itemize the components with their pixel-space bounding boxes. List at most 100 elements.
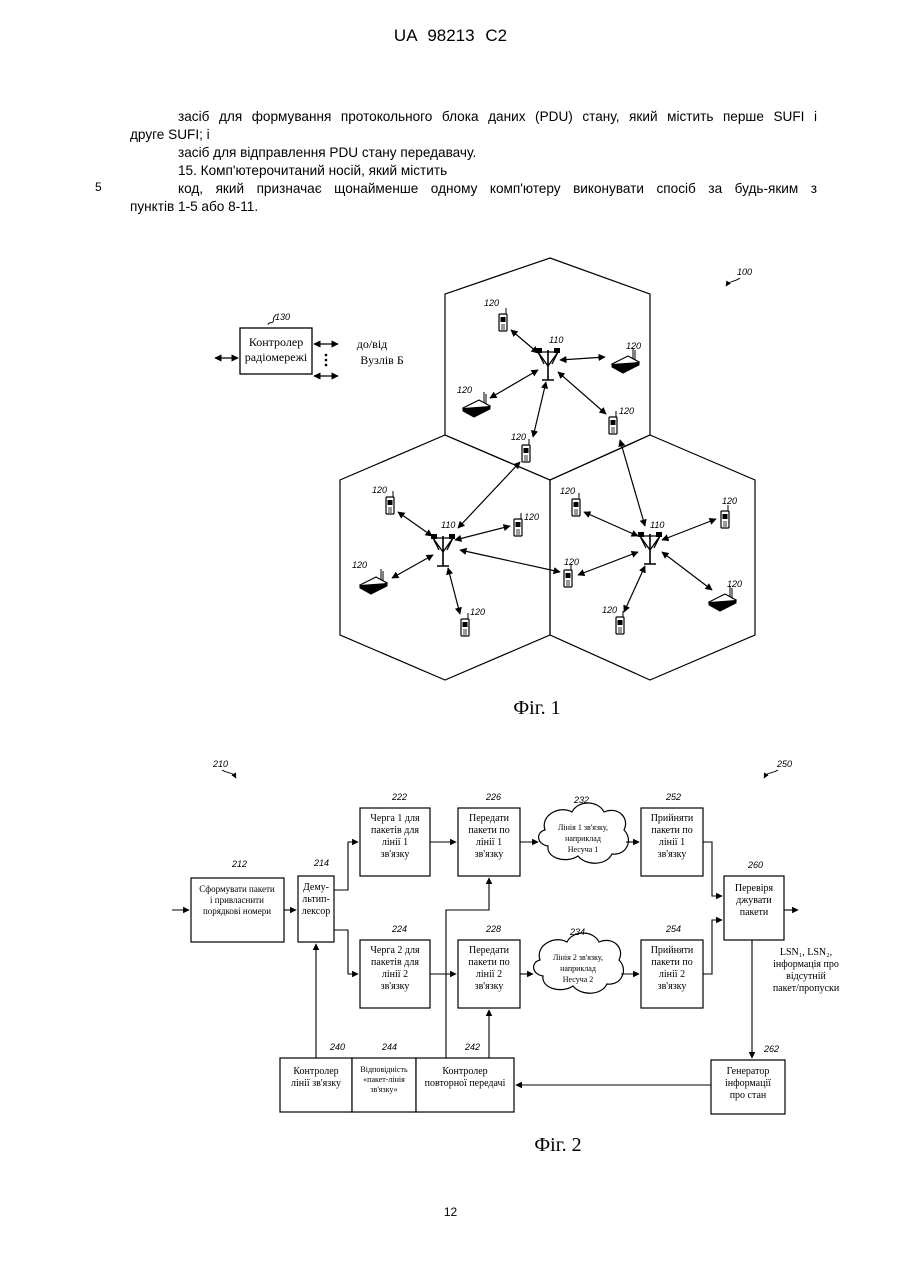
block-224-text: пакетів для (371, 957, 419, 968)
terminal-phone (572, 493, 580, 516)
block-228-text: пакети по (468, 957, 509, 968)
block-222-text: лінії 1 (382, 837, 408, 848)
block-240-text: Контролер (293, 1066, 338, 1077)
block-212-text: Сформувати пакети (199, 884, 275, 894)
block-242-text: Контролер (442, 1066, 487, 1077)
ref-120: 120 (511, 432, 526, 442)
block-244-text: «пакет-лінія (363, 1075, 405, 1084)
ref-244: 244 (381, 1042, 397, 1052)
block-240-text: лінії зв'язку (291, 1078, 341, 1089)
block-254-text: пакети по (651, 957, 692, 968)
block-244-text: зв'язку» (370, 1085, 397, 1094)
ref-222: 222 (391, 792, 407, 802)
to-from-label-1: до/від (357, 337, 388, 351)
block-214-text: Дему- (303, 882, 329, 893)
controller-label-2: радіомережі (245, 350, 308, 364)
cloud-232-text: Лінія 1 зв'язку, (558, 823, 608, 832)
ref-214: 214 (313, 858, 329, 868)
ref-120: 120 (457, 385, 472, 395)
ref-260: 260 (747, 860, 763, 870)
ref-120: 120 (602, 605, 617, 615)
ref-250: 250 (776, 759, 792, 769)
status-note-text: пакет/пропуски (773, 983, 840, 994)
ref-210: 210 (212, 759, 228, 769)
block-222-text: зв'язку (381, 849, 410, 860)
ref-240: 240 (329, 1042, 345, 1052)
ref-120: 120 (470, 607, 485, 617)
block-262-text: Генератор (727, 1066, 770, 1077)
block-224-text: Черга 2 для (370, 945, 420, 956)
block-212-text: порядкові номери (203, 906, 271, 916)
ref-242: 242 (464, 1042, 480, 1052)
ref-120: 120 (619, 406, 634, 416)
block-226-text: Передати (469, 813, 510, 824)
terminal-phone (522, 439, 530, 462)
terminal-laptop (612, 348, 639, 373)
base-station-right (638, 532, 662, 564)
block-252-text: Прийняти (651, 813, 694, 824)
ref-120: 120 (484, 298, 499, 308)
terminal-phone (721, 505, 729, 528)
block-252-text: зв'язку (658, 849, 687, 860)
ref-120: 120 (722, 496, 737, 506)
terminal-laptop (360, 569, 387, 594)
block-228-text: лінії 2 (476, 969, 502, 980)
cloud-232-text: Несуча 1 (568, 845, 599, 854)
ref-120: 120 (626, 341, 641, 351)
block-252-text: лінії 1 (659, 837, 685, 848)
status-note-text: відсутній (786, 971, 826, 982)
base-station-top (536, 348, 560, 380)
ref-120: 120 (564, 557, 579, 567)
block-212-text: і привласнити (210, 895, 264, 905)
base-station-left (431, 534, 455, 566)
block-214-text: лексор (302, 906, 330, 917)
fig1-caption: Фіг. 1 (513, 697, 560, 719)
block-226-text: лінії 1 (476, 837, 502, 848)
block-226-text: зв'язку (475, 849, 504, 860)
block-260-text: пакети (740, 907, 769, 918)
block-262-text: інформації (725, 1078, 771, 1089)
block-244-text: Відповідність (360, 1065, 408, 1074)
block-254-text: Прийняти (651, 945, 694, 956)
fig2-caption: Фіг. 2 (534, 1134, 581, 1156)
status-note-text: інформація про (773, 959, 839, 970)
ref-254: 254 (665, 924, 681, 934)
terminal-phone (564, 564, 572, 587)
ref-228: 228 (485, 924, 501, 934)
ref-234: 234 (569, 927, 585, 937)
block-224-text: зв'язку (381, 981, 410, 992)
status-note-text: LSN₁, LSN₂, (780, 947, 832, 958)
cell-right (550, 435, 755, 680)
terminal-phone (514, 513, 522, 536)
ref-110: 110 (441, 520, 455, 530)
terminal-phone (499, 308, 507, 331)
ref-110: 110 (549, 335, 563, 345)
block-262-text: про стан (730, 1090, 767, 1101)
block-222-text: Черга 1 для (370, 813, 420, 824)
ref-120: 120 (372, 485, 387, 495)
block-228-text: Передати (469, 945, 510, 956)
ref-100: 100 (737, 267, 752, 277)
block-254-text: зв'язку (658, 981, 687, 992)
block-252-text: пакети по (651, 825, 692, 836)
block-226-text: пакети по (468, 825, 509, 836)
block-242-text: повторної передачі (425, 1078, 506, 1089)
block-222-text: пакетів для (371, 825, 419, 836)
terminal-laptop (463, 392, 490, 417)
cloud-234-text: Лінія 2 зв'язку, (553, 953, 603, 962)
ref-212: 212 (231, 859, 247, 869)
ref-224: 224 (391, 924, 407, 934)
ref-232: 232 (573, 795, 589, 805)
cloud-234-text: Несуча 2 (563, 975, 594, 984)
controller-label-1: Контролер (249, 335, 303, 349)
block-214-text: льтип- (302, 894, 330, 905)
ref-252: 252 (665, 792, 681, 802)
fig1-diagram: Контролер радіомережі 130 до/від Вузлів … (215, 258, 755, 719)
ref-226: 226 (485, 792, 501, 802)
page-number: 12 (0, 1205, 901, 1219)
ref-120: 120 (560, 486, 575, 496)
ref-262: 262 (763, 1044, 779, 1054)
ref-120: 120 (727, 579, 742, 589)
terminal-laptop (709, 586, 736, 611)
